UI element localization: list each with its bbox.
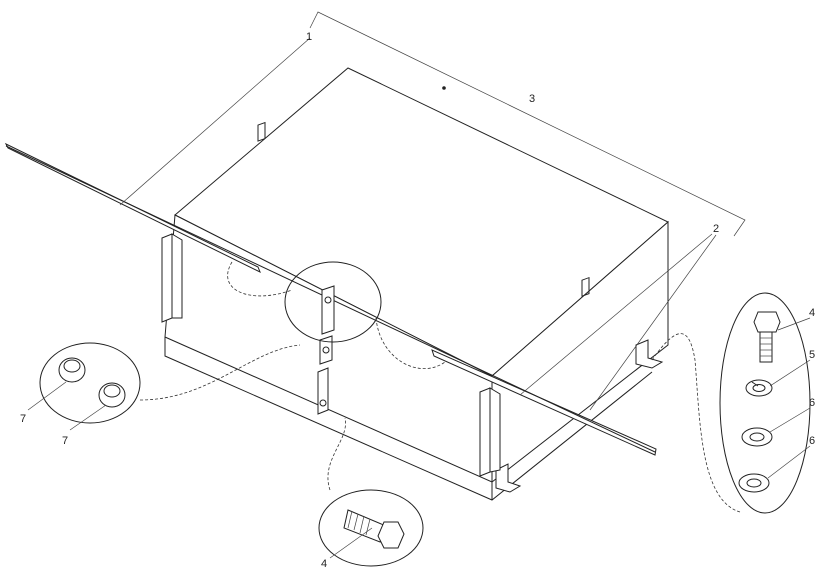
callout-7-bottom: 7 — [62, 435, 68, 447]
nuts-part-7 — [58, 357, 126, 408]
latch-assembly — [317, 285, 335, 415]
leader-lines — [27, 11, 811, 559]
callout-6-bottom: 6 — [809, 435, 815, 447]
cover-tabs — [257, 121, 664, 493]
detail-callout-ellipses — [39, 261, 811, 567]
callout-labels: 1 3 2 4 5 6 6 7 7 4 — [20, 31, 815, 570]
callout-7-top: 7 — [20, 413, 26, 425]
long-strips — [4, 142, 657, 456]
callout-4-bottom: 4 — [321, 558, 327, 570]
callout-1: 1 — [306, 31, 312, 43]
callout-6-top: 6 — [809, 397, 815, 409]
callout-4-right: 4 — [809, 307, 815, 319]
mounting-brackets — [161, 233, 501, 477]
callout-5: 5 — [809, 349, 815, 361]
box-cover — [164, 67, 669, 501]
lock-washer-part-5 — [745, 379, 773, 397]
bolt-part-4-right — [753, 311, 781, 363]
bolt-part-4-bottom — [343, 509, 405, 549]
callout-3: 3 — [529, 93, 535, 105]
callout-2: 2 — [713, 223, 719, 235]
reference-dot — [442, 86, 446, 90]
flat-washer-part-6 — [738, 427, 773, 493]
